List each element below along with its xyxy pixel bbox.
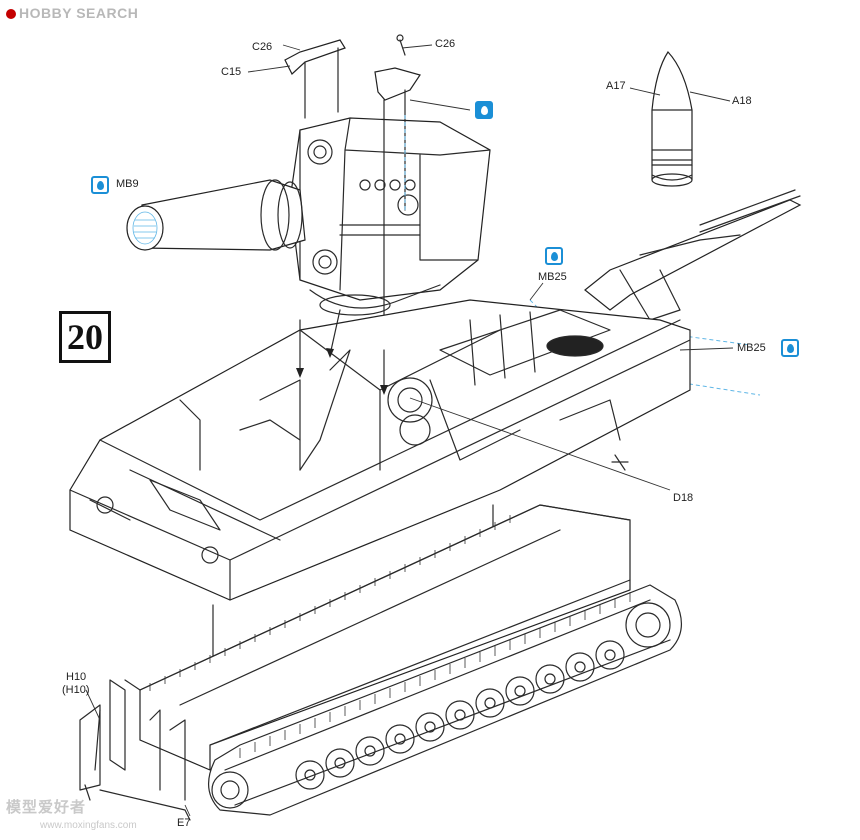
chassis-hull bbox=[69, 299, 691, 601]
leader-lines bbox=[85, 44, 734, 817]
cement-bottle-icon bbox=[475, 101, 493, 119]
gun-barrel bbox=[126, 179, 306, 251]
watermark-url: www.moxingfans.com bbox=[40, 820, 137, 831]
label-d18: D18 bbox=[673, 492, 694, 504]
label-mb25-top: MB25 bbox=[538, 271, 567, 283]
brand-logo: HOBBY SEARCH bbox=[6, 5, 138, 21]
gun-mount bbox=[289, 117, 491, 316]
brand-mark-icon bbox=[6, 9, 16, 19]
label-mb9: MB9 bbox=[116, 178, 139, 190]
label-e7: E7 bbox=[177, 817, 191, 829]
label-c26-left: C26 bbox=[252, 41, 273, 53]
label-a18: A18 bbox=[732, 95, 752, 107]
glue-drop-icon bbox=[545, 247, 563, 265]
label-mb25-right: MB25 bbox=[737, 342, 766, 354]
step-number: 20 bbox=[59, 311, 111, 363]
brand-text: HOBBY SEARCH bbox=[19, 5, 139, 21]
part-c26-c15 bbox=[284, 34, 421, 351]
label-h10: H10 bbox=[66, 671, 87, 683]
watermark-text: 模型爱好者 bbox=[6, 798, 87, 816]
label-a17: A17 bbox=[606, 80, 626, 92]
glue-drop-icon bbox=[781, 339, 799, 357]
label-c26-right: C26 bbox=[435, 38, 456, 50]
label-h10-paren: (H10) bbox=[62, 684, 90, 696]
shell-part-a17-a18 bbox=[651, 51, 693, 187]
glue-drop-icon bbox=[91, 176, 109, 194]
track-assembly bbox=[79, 504, 682, 821]
label-c15: C15 bbox=[221, 66, 242, 78]
guide-line-2 bbox=[639, 329, 751, 346]
